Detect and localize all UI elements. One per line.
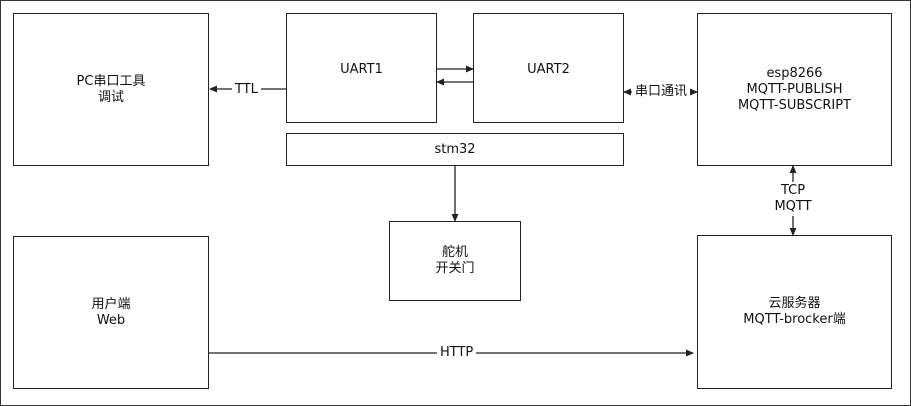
uart2-label: UART2 — [527, 62, 570, 77]
ttl-text: TTL — [235, 82, 258, 97]
mqtt-publish-label: MQTT-PUBLISH — [746, 81, 843, 97]
esp8266-label: esp8266 — [766, 65, 823, 81]
http-edge-label: HTTP — [437, 345, 477, 361]
servo-box: 舵机 开关门 — [389, 221, 521, 301]
uart1-label: UART1 — [340, 62, 383, 77]
mqtt-broker-label: MQTT-brocker端 — [743, 312, 846, 327]
ttl-edge-label: TTL — [232, 82, 261, 98]
pc-serial-tool-box: PC串口工具 调试 — [13, 13, 209, 166]
pc-debug-label: 调试 — [97, 89, 124, 105]
mqtt-text: MQTT — [774, 199, 812, 214]
http-text: HTTP — [440, 345, 474, 360]
serial-text: 串口通讯 — [634, 84, 687, 99]
tcp-text: TCP — [780, 183, 806, 198]
stm32-box: stm32 — [286, 133, 624, 166]
mqtt-subscript-label: MQTT-SUBSCRIPT — [737, 97, 852, 113]
door-switch-label: 开关门 — [435, 261, 475, 276]
user-label: 用户端 — [91, 296, 131, 312]
uart1-box: UART1 — [286, 13, 437, 123]
stm32-label: stm32 — [434, 141, 476, 157]
cloud-server-box: 云服务器 MQTT-brocker端 — [697, 235, 892, 389]
web-label: Web — [96, 312, 126, 328]
uart2-box: UART2 — [473, 13, 624, 123]
cloud-server-label: 云服务器 — [768, 296, 821, 311]
serial-edge-label: 串口通讯 — [633, 84, 689, 100]
servo-label: 舵机 — [441, 245, 468, 260]
tcp-edge-label: TCP MQTT — [772, 183, 814, 215]
pc-serial-tool-label: PC串口工具 — [76, 73, 146, 89]
esp8266-box: esp8266 MQTT-PUBLISH MQTT-SUBSCRIPT — [697, 13, 892, 166]
user-web-box: 用户端 Web — [13, 236, 209, 389]
